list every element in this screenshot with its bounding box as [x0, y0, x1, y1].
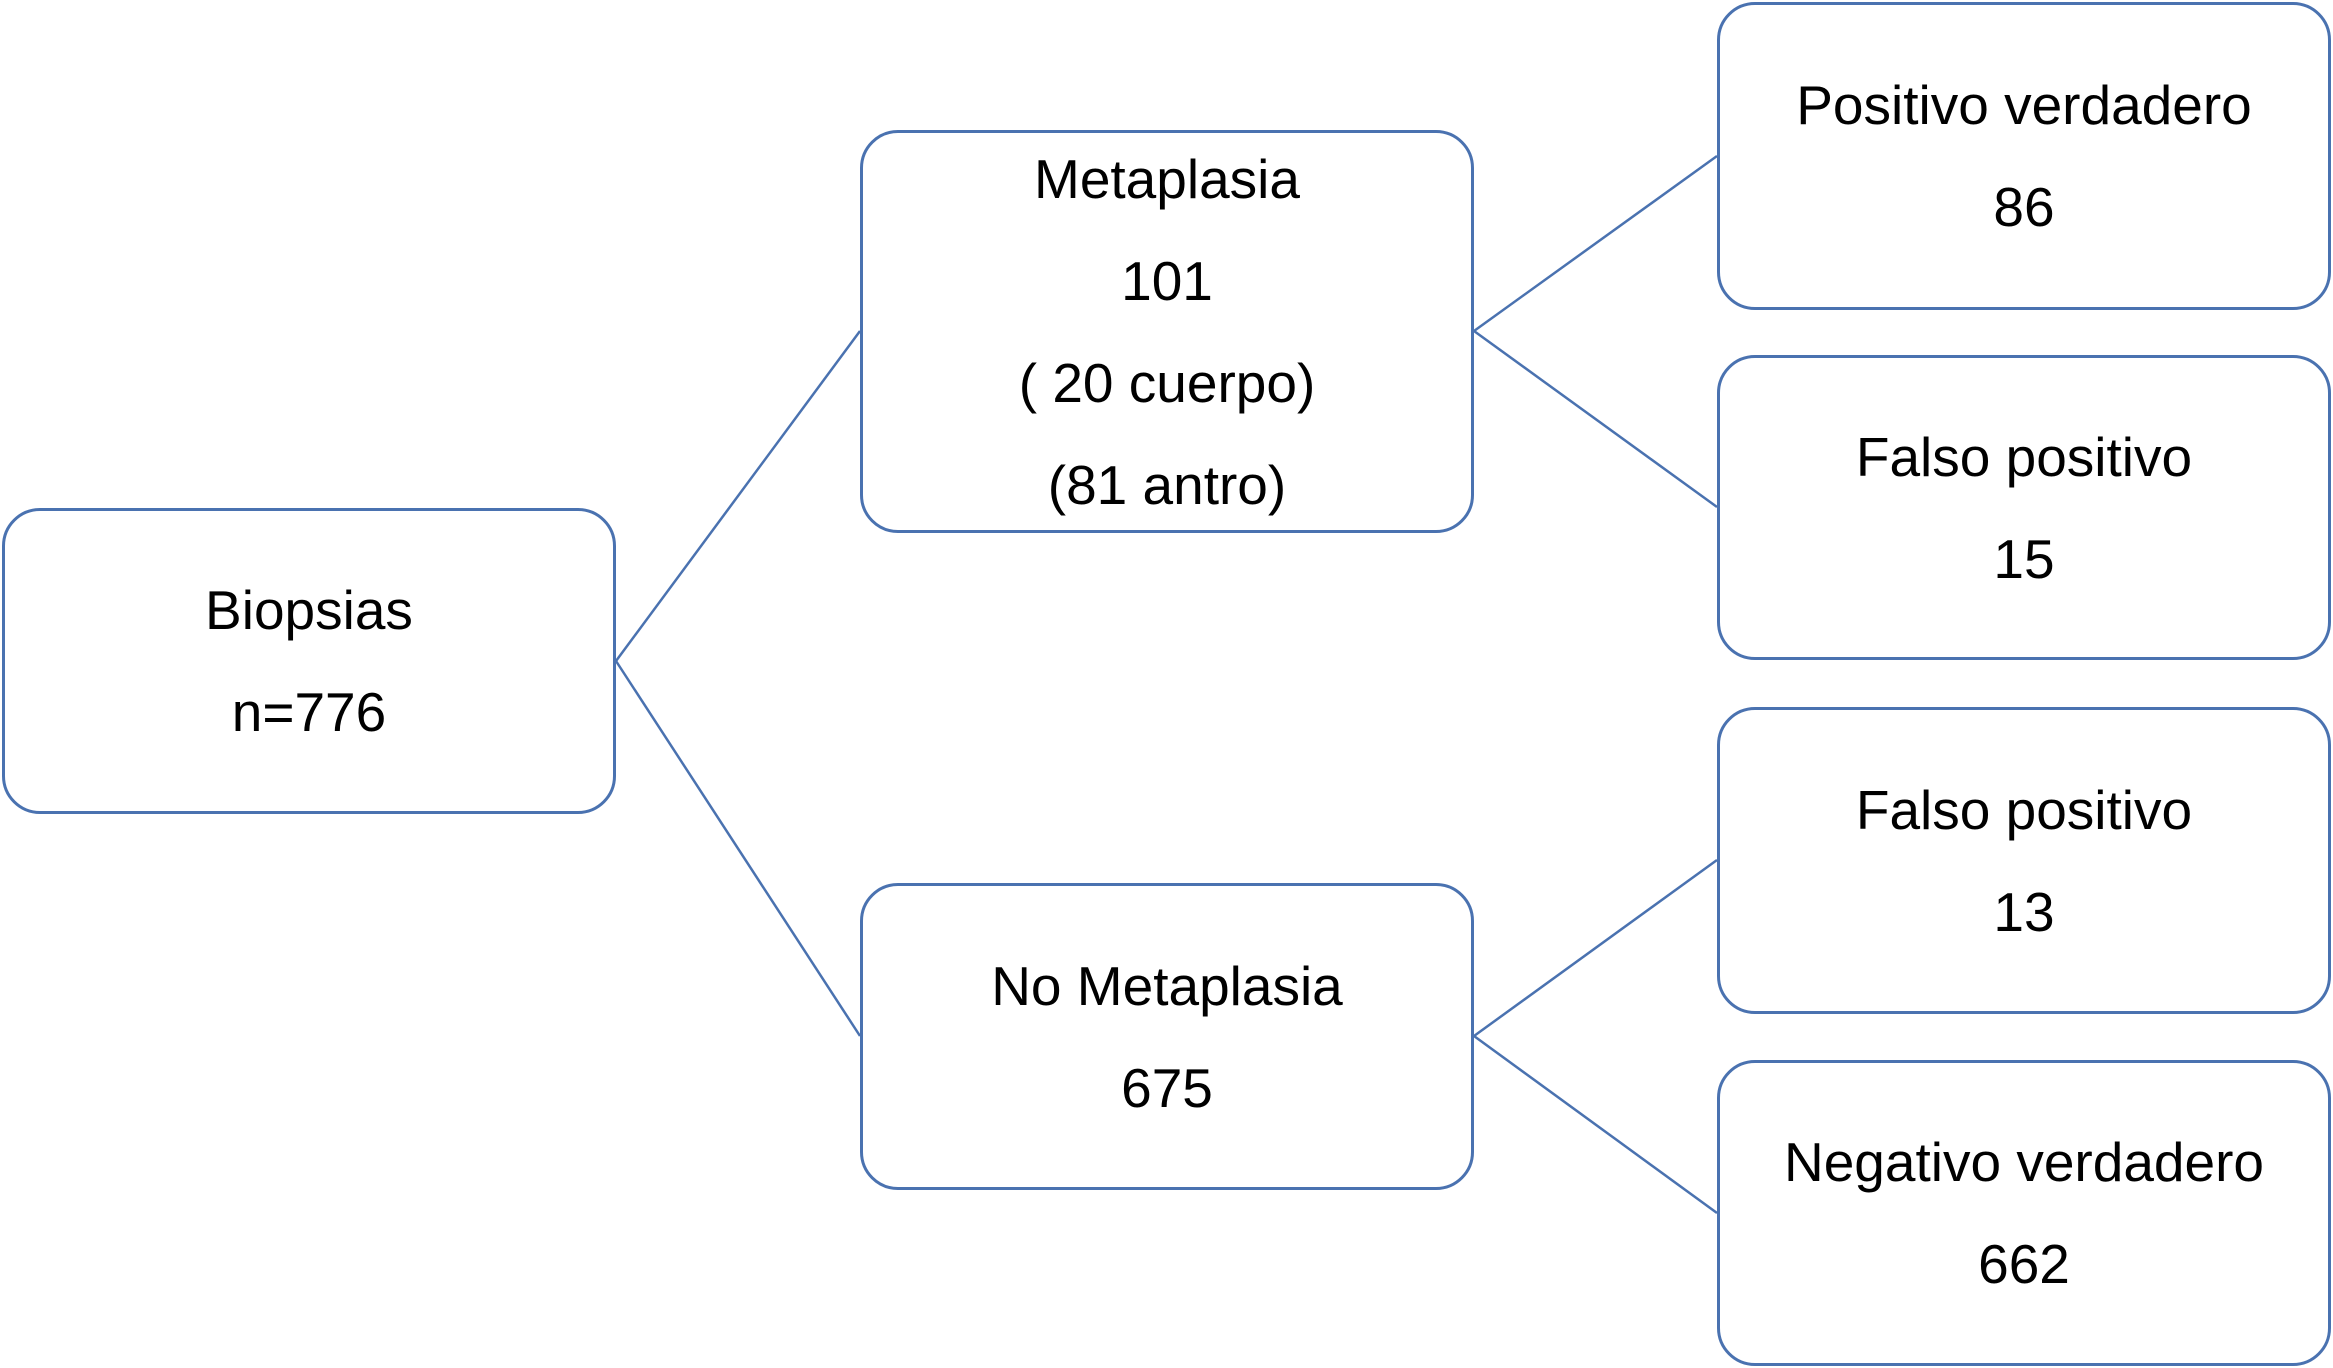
node-no-metaplasia-title: No Metaplasia: [991, 954, 1343, 1017]
connector-metaplasia-positivo-verdadero: [1473, 154, 1718, 333]
node-metaplasia-antro: (81 antro): [1047, 453, 1287, 516]
connector-biopsias-metaplasia: [614, 330, 862, 662]
connector-no-metaplasia-negativo-verdadero: [1473, 1034, 1718, 1215]
node-positivo-verdadero: Positivo verdadero 86: [1717, 2, 2331, 310]
node-biopsias: Biopsias n=776: [2, 508, 616, 814]
connector-metaplasia-falso-positivo: [1473, 329, 1718, 509]
node-positivo-verdadero-count: 86: [1993, 176, 2055, 238]
node-falso-positivo-no-metaplasia: Falso positivo 13: [1717, 707, 2331, 1014]
node-biopsias-count: n=776: [231, 681, 387, 743]
connector-biopsias-no-metaplasia: [614, 660, 862, 1037]
node-negativo-verdadero-title: Negativo verdadero: [1783, 1131, 2264, 1193]
node-falso-positivo-metaplasia-title: Falso positivo: [1855, 425, 2193, 488]
node-metaplasia: Metaplasia 101 ( 20 cuerpo) (81 antro): [860, 130, 1474, 533]
connector-no-metaplasia-falso-positivo: [1473, 858, 1718, 1038]
node-falso-positivo-metaplasia-count: 15: [1993, 527, 2055, 590]
node-negativo-verdadero: Negativo verdadero 662: [1717, 1060, 2331, 1366]
node-metaplasia-title: Metaplasia: [1034, 147, 1300, 210]
node-biopsias-title: Biopsias: [205, 579, 413, 641]
node-metaplasia-count: 101: [1121, 249, 1213, 312]
node-falso-positivo-metaplasia: Falso positivo 15: [1717, 355, 2331, 660]
node-no-metaplasia: No Metaplasia 675: [860, 883, 1474, 1190]
node-positivo-verdadero-title: Positivo verdadero: [1796, 74, 2252, 136]
node-metaplasia-cuerpo: ( 20 cuerpo): [1018, 351, 1316, 414]
node-falso-positivo-no-metaplasia-title: Falso positivo: [1855, 778, 2193, 841]
node-negativo-verdadero-count: 662: [1978, 1233, 2070, 1295]
node-no-metaplasia-count: 675: [1121, 1056, 1213, 1119]
node-falso-positivo-no-metaplasia-count: 13: [1993, 880, 2055, 943]
